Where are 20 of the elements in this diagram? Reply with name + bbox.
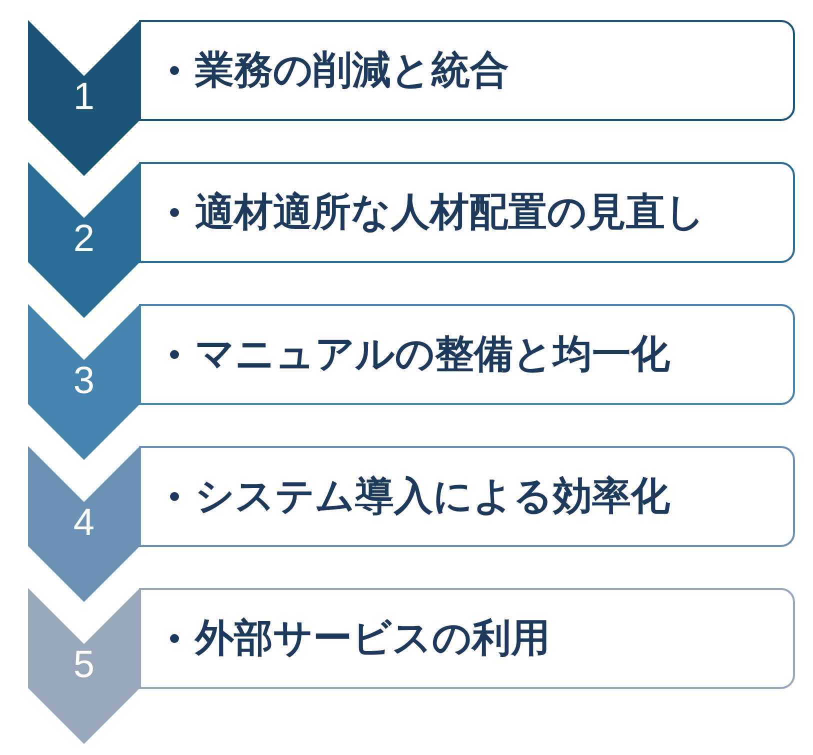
step-marker <box>28 20 140 176</box>
list-item-card <box>139 588 795 689</box>
list-item-card <box>139 20 795 121</box>
list-item-card <box>139 162 795 263</box>
step-number: 5 <box>73 645 95 685</box>
item-text: 適材適所な人材配置の見直し <box>195 190 705 234</box>
step-number: 3 <box>73 361 95 401</box>
step-marker <box>28 162 140 318</box>
step-marker <box>28 304 140 460</box>
list-item-card <box>139 446 795 547</box>
item-text: 業務の削減と統合 <box>195 48 509 92</box>
item-text: システム導入による効率化 <box>195 474 670 518</box>
step-marker <box>28 588 140 744</box>
list-item-card <box>139 304 795 405</box>
step-number: 4 <box>73 503 95 543</box>
item-text: マニュアルの整備と均一化 <box>195 332 670 376</box>
step-marker <box>28 446 140 602</box>
step-number: 1 <box>73 77 95 117</box>
step-number: 2 <box>73 219 95 259</box>
item-text: 外部サービスの利用 <box>195 616 550 660</box>
